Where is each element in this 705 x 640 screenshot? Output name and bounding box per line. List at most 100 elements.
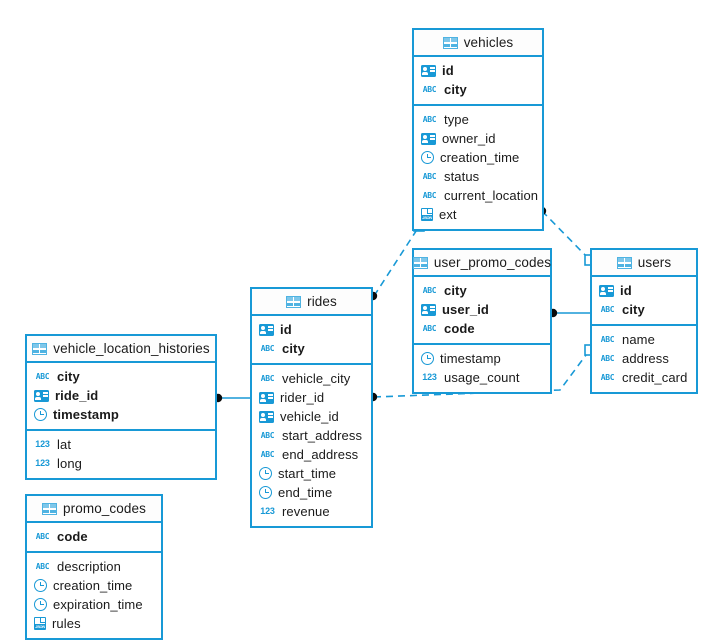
column-name: rider_id (280, 390, 325, 405)
column-row[interactable]: 123 long (27, 454, 215, 473)
column-name: timestamp (440, 351, 501, 366)
column-name: start_address (282, 428, 363, 443)
column-name: city (444, 283, 467, 298)
clock-icon (34, 579, 47, 592)
string-type-icon: ABC (35, 561, 50, 571)
table-header[interactable]: rides (252, 289, 371, 316)
column-row[interactable]: ABC city (252, 339, 371, 358)
clock-icon (34, 408, 47, 421)
clock-icon (421, 352, 434, 365)
column-name: id (442, 63, 454, 78)
table-header[interactable]: users (592, 250, 696, 277)
column-row[interactable]: id (592, 281, 696, 300)
column-name: timestamp (53, 407, 119, 422)
column-row[interactable]: vehicle_id (252, 407, 371, 426)
column-row[interactable]: ABC start_address (252, 426, 371, 445)
column-row[interactable]: ABC address (592, 349, 696, 368)
column-name: city (282, 341, 305, 356)
column-name: name (622, 332, 655, 347)
table-header[interactable]: user_promo_codes (412, 250, 551, 277)
column-row[interactable]: timestamp (27, 405, 215, 424)
id-card-icon (421, 303, 436, 316)
table-header[interactable]: vehicles (414, 30, 542, 57)
number-type-icon: 123 (35, 458, 50, 468)
string-type-icon: ABC (600, 353, 615, 363)
column-row[interactable]: creation_time (414, 148, 542, 167)
column-row[interactable]: end_time (252, 483, 371, 502)
string-type-icon: ABC (260, 430, 275, 440)
column-name: credit_card (622, 370, 688, 385)
string-type-icon: ABC (260, 373, 275, 383)
column-name: long (57, 456, 82, 471)
table-icon (286, 295, 302, 308)
column-row[interactable]: ABC vehicle_city (252, 369, 371, 388)
clock-icon (259, 467, 272, 480)
column-name: code (57, 529, 88, 544)
string-type-icon: ABC (600, 372, 615, 382)
id-card-icon (599, 284, 614, 297)
number-type-icon: 123 (422, 372, 437, 382)
table-header[interactable]: promo_codes (27, 496, 161, 523)
column-name: vehicle_city (282, 371, 351, 386)
clock-icon (259, 486, 272, 499)
column-name: current_location (444, 188, 539, 203)
string-type-icon: ABC (422, 84, 437, 94)
column-name: address (622, 351, 669, 366)
column-row[interactable]: ABC credit_card (592, 368, 696, 387)
column-row[interactable]: id (252, 320, 371, 339)
id-card-icon (34, 389, 49, 402)
column-name: vehicle_id (280, 409, 339, 424)
column-name: rules (52, 616, 81, 631)
column-row[interactable]: user_id (414, 300, 550, 319)
string-type-icon: ABC (260, 343, 275, 353)
column-name: type (444, 112, 469, 127)
id-card-icon (259, 410, 274, 423)
table-header[interactable]: vehicle_location_histories (27, 336, 215, 363)
clock-icon (421, 151, 434, 164)
column-row[interactable]: creation_time (27, 576, 161, 595)
table-title: vehicles (463, 35, 514, 50)
column-row[interactable]: timestamp (414, 349, 550, 368)
number-type-icon: 123 (260, 506, 275, 516)
column-row[interactable]: rider_id (252, 388, 371, 407)
column-row[interactable]: id (414, 61, 542, 80)
column-row[interactable]: start_time (252, 464, 371, 483)
id-card-icon (421, 64, 436, 77)
column-row[interactable]: expiration_time (27, 595, 161, 614)
column-name: user_id (442, 302, 489, 317)
column-row[interactable]: ride_id (27, 386, 215, 405)
column-row[interactable]: owner_id (414, 129, 542, 148)
column-name: ride_id (55, 388, 99, 403)
column-name: start_time (278, 466, 337, 481)
string-type-icon: ABC (35, 371, 50, 381)
